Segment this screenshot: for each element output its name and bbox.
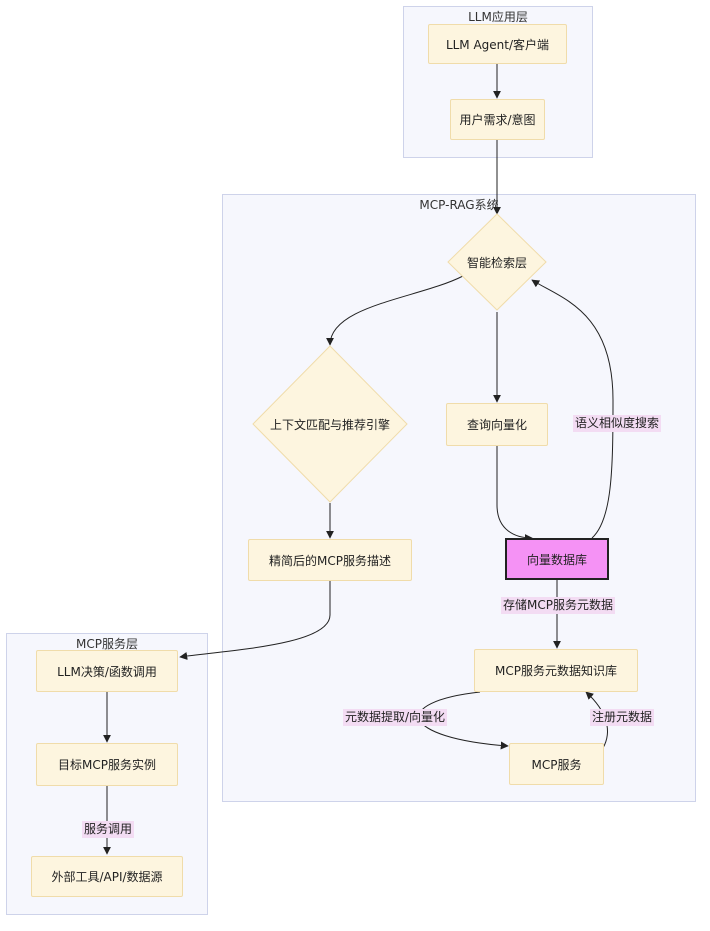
node-target-instance: 目标MCP服务实例 [36, 743, 178, 786]
diamond-smart-retrieval [447, 213, 547, 311]
edge-refined-to-decision [179, 581, 331, 660]
edge-label-semantic-search: 语义相似度搜索 [573, 415, 662, 432]
node-mcp-service: MCP服务 [509, 743, 604, 785]
edge-vectordb-to-retrieval [531, 279, 614, 539]
node-metadata-kb: MCP服务元数据知识库 [474, 649, 638, 692]
cluster-mcp-service-title: MCP服务层 [76, 637, 138, 651]
node-llm-agent: LLM Agent/客户端 [428, 24, 567, 64]
cluster-mcp-rag: MCP-RAG系统 [222, 194, 696, 802]
smart-retrieval-label: 智能检索层 [466, 255, 527, 270]
diamond-context-engine [252, 345, 408, 503]
node-query-vector: 查询向量化 [446, 403, 548, 446]
edge-label-service-call: 服务调用 [82, 821, 135, 838]
node-refined-desc: 精简后的MCP服务描述 [248, 539, 412, 581]
context-engine-label: 上下文匹配与推荐引擎 [269, 417, 390, 432]
edge-retrieval-to-engine [326, 275, 464, 346]
edge-label-register-metadata: 注册元数据 [590, 709, 655, 726]
cluster-mcp-rag-title: MCP-RAG系统 [419, 198, 499, 212]
node-llm-decision: LLM决策/函数调用 [36, 650, 178, 692]
node-user-request: 用户需求/意图 [450, 99, 545, 140]
edge-query-to-vectordb [496, 446, 533, 542]
node-external-tools: 外部工具/API/数据源 [31, 856, 183, 897]
edge-label-store-metadata: 存储MCP服务元数据 [501, 597, 615, 614]
cluster-llm-app-title: LLM应用层 [468, 10, 528, 24]
edge-label-extract-vectorize: 元数据提取/向量化 [343, 709, 448, 726]
node-vector-db: 向量数据库 [505, 538, 609, 580]
